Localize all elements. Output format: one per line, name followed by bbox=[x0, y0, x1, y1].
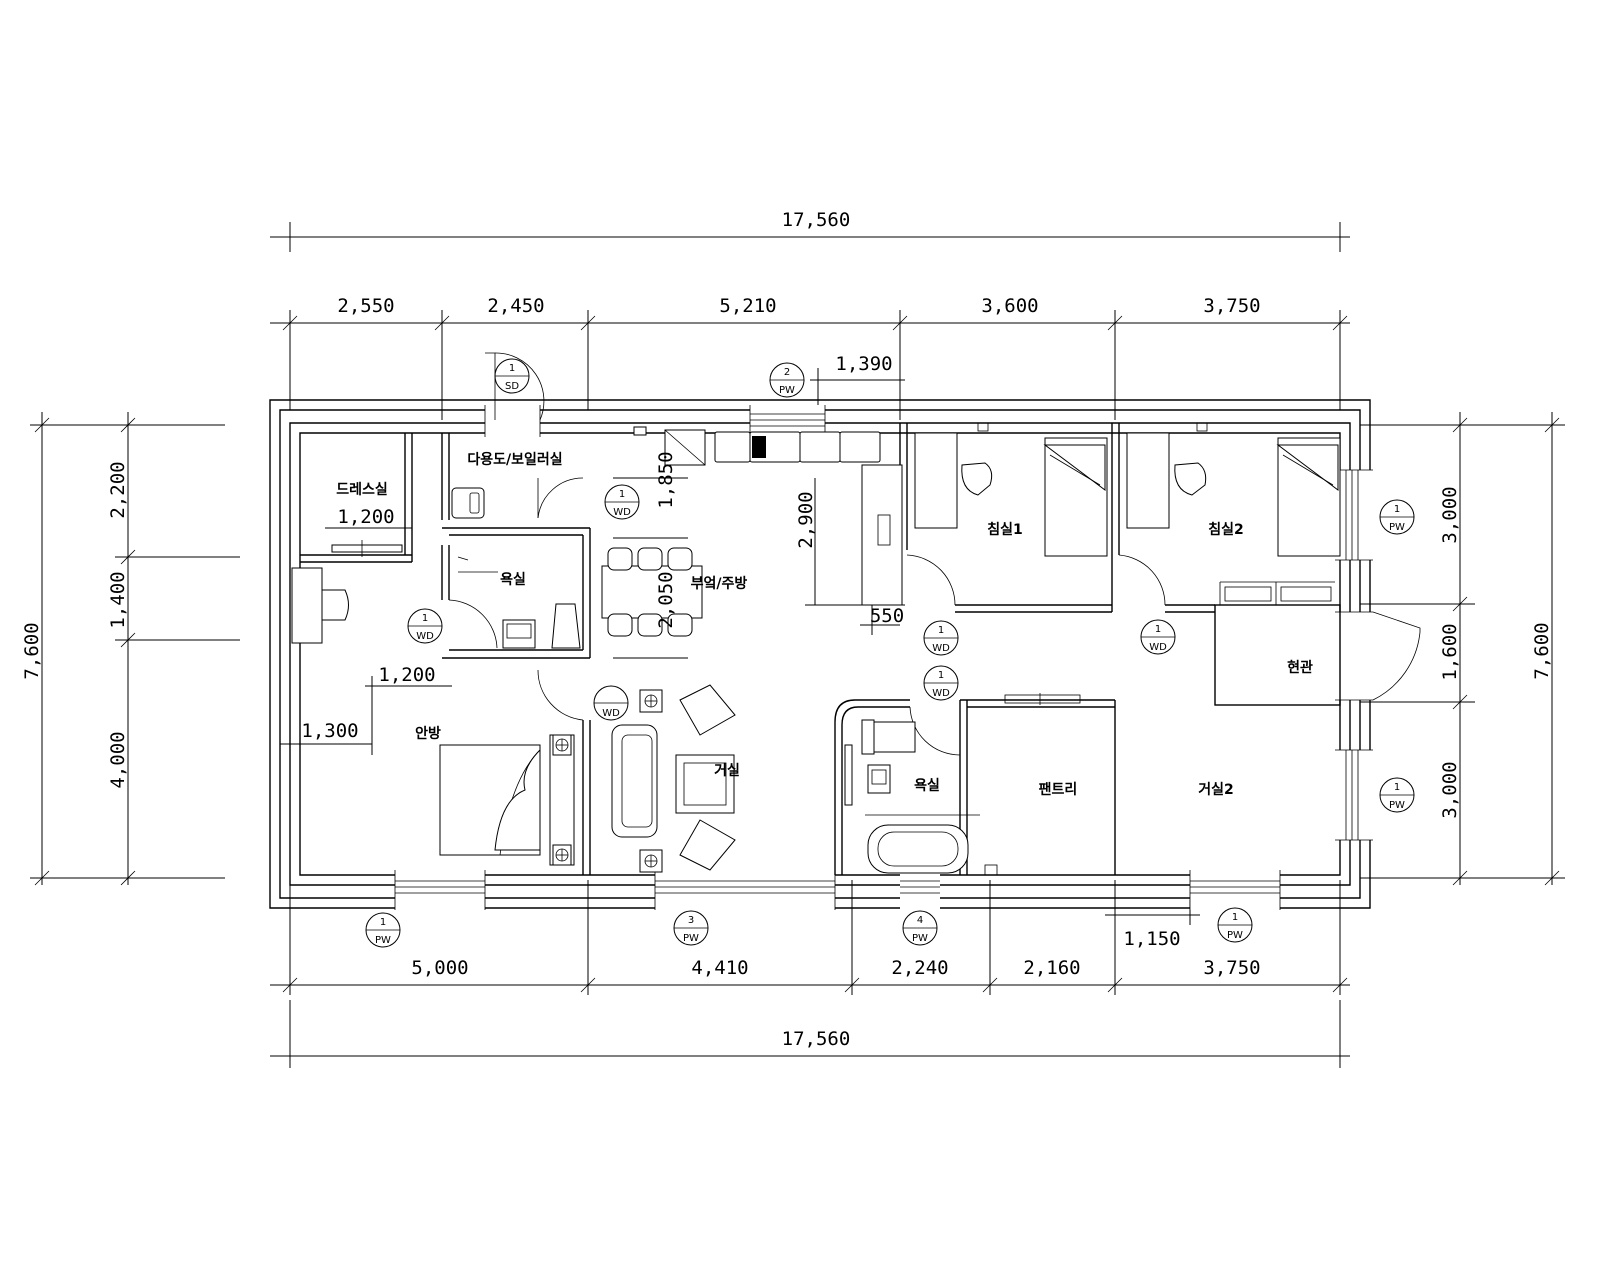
svg-text:PW: PW bbox=[779, 385, 795, 396]
room-label-living1: 거실 bbox=[714, 763, 740, 779]
svg-text:PW: PW bbox=[1227, 930, 1243, 941]
svg-text:PW: PW bbox=[912, 933, 928, 944]
dim-kitchen-550: 550 bbox=[870, 605, 904, 627]
svg-text:2: 2 bbox=[784, 367, 790, 378]
dim-right-total: 7,600 bbox=[1531, 622, 1553, 679]
tag-wd-living: WD bbox=[593, 685, 629, 721]
dim-kitchen-2900: 2,900 bbox=[795, 491, 817, 548]
svg-text:WD: WD bbox=[416, 631, 434, 642]
svg-text:1: 1 bbox=[422, 613, 428, 624]
exterior-walls bbox=[269, 399, 1371, 909]
room-label-dress: 드레스실 bbox=[336, 482, 388, 498]
tag-pw-bot-bath: 4 PW bbox=[902, 910, 938, 946]
dim-right-3: 3,000 bbox=[1439, 761, 1461, 818]
tag-pw-bot-master: 1 PW bbox=[365, 912, 401, 948]
room-label-entrance: 현관 bbox=[1287, 659, 1313, 676]
svg-text:SD: SD bbox=[505, 381, 519, 392]
dim-bottom-5: 3,750 bbox=[1203, 957, 1260, 979]
dim-top-5: 3,750 bbox=[1203, 295, 1260, 317]
svg-text:PW: PW bbox=[1389, 522, 1405, 533]
svg-text:1: 1 bbox=[619, 489, 625, 500]
dim-bottom-total: 17,560 bbox=[782, 1028, 851, 1050]
svg-text:4: 4 bbox=[917, 915, 923, 926]
dim-right-1: 3,000 bbox=[1439, 486, 1461, 543]
tag-wd-bed1: 1 WD bbox=[923, 620, 959, 656]
svg-text:1: 1 bbox=[938, 625, 944, 636]
svg-text:PW: PW bbox=[1389, 800, 1405, 811]
svg-text:WD: WD bbox=[932, 688, 950, 699]
openings bbox=[394, 352, 1421, 910]
opening-tags: 1 SD 2 PW 1 WD 1 WD WD bbox=[365, 358, 1415, 948]
dimension-lines bbox=[30, 222, 1565, 1068]
room-label-bath1: 욕실 bbox=[500, 572, 526, 588]
dim-top-4: 3,600 bbox=[981, 295, 1038, 317]
tag-pw-top: 2 PW bbox=[769, 362, 805, 398]
dim-bottom-2: 4,410 bbox=[691, 957, 748, 979]
interior-walls bbox=[300, 423, 1341, 876]
room-label-bath2: 욕실 bbox=[914, 778, 940, 794]
dim-kitchen-1850: 1,850 bbox=[655, 451, 677, 508]
svg-text:1: 1 bbox=[1394, 504, 1400, 515]
tag-pw-right-top: 1 PW bbox=[1379, 499, 1415, 535]
room-label-living2: 거실2 bbox=[1198, 782, 1234, 798]
svg-text:WD: WD bbox=[613, 507, 631, 518]
tag-wd-bed2: 1 WD bbox=[1140, 619, 1176, 655]
dim-left-1: 2,200 bbox=[107, 461, 129, 518]
dim-kitchen-2050: 2,050 bbox=[655, 571, 677, 628]
svg-text:WD: WD bbox=[932, 643, 950, 654]
room-label-bed1: 침실1 bbox=[987, 522, 1023, 538]
dim-bottom-sub: 1,150 bbox=[1123, 928, 1180, 950]
dim-top-sub: 1,390 bbox=[835, 353, 892, 375]
room-label-bed2: 침실2 bbox=[1208, 522, 1244, 538]
svg-text:1: 1 bbox=[1394, 782, 1400, 793]
dim-bottom-4: 2,160 bbox=[1023, 957, 1080, 979]
svg-text:WD: WD bbox=[602, 708, 620, 719]
room-labels: 드레스실 다용도/보일러실 욕실 부엌/주방 안방 거실 침실1 침실2 현관 … bbox=[336, 452, 1313, 798]
dim-master-closet: 1,200 bbox=[378, 664, 435, 686]
svg-text:1: 1 bbox=[1155, 624, 1161, 635]
svg-text:PW: PW bbox=[375, 935, 391, 946]
tag-wd-dress: 1 WD bbox=[407, 608, 443, 644]
svg-text:3: 3 bbox=[688, 915, 694, 926]
dim-master-side: 1,300 bbox=[301, 720, 358, 742]
dim-right-2: 1,600 bbox=[1439, 623, 1461, 680]
tag-sd: 1 SD bbox=[494, 358, 530, 394]
dim-left-2: 1,400 bbox=[107, 571, 129, 628]
room-label-kitchen: 부엌/주방 bbox=[691, 575, 748, 592]
tag-pw-bot-living: 3 PW bbox=[673, 910, 709, 946]
svg-text:WD: WD bbox=[1149, 642, 1167, 653]
room-label-master: 안방 bbox=[415, 725, 441, 742]
dim-top-total: 17,560 bbox=[782, 209, 851, 231]
dim-left-total: 7,600 bbox=[21, 622, 43, 679]
furniture bbox=[291, 422, 1341, 874]
dim-dress-width: 1,200 bbox=[337, 506, 394, 528]
dim-bottom-3: 2,240 bbox=[891, 957, 948, 979]
dim-left-3: 4,000 bbox=[107, 731, 129, 788]
dim-top-2: 2,450 bbox=[487, 295, 544, 317]
svg-text:1: 1 bbox=[509, 363, 515, 374]
svg-text:1: 1 bbox=[1232, 912, 1238, 923]
svg-text:1: 1 bbox=[938, 670, 944, 681]
tag-wd-utility: 1 WD bbox=[604, 484, 640, 520]
dim-bottom-1: 5,000 bbox=[411, 957, 468, 979]
room-label-utility: 다용도/보일러실 bbox=[467, 452, 562, 468]
svg-text:1: 1 bbox=[380, 917, 386, 928]
tag-wd-bath2: 1 WD bbox=[923, 665, 959, 701]
dimension-labels: 17,560 2,550 2,450 5,210 3,600 3,750 1,3… bbox=[21, 209, 1553, 1050]
room-label-pantry: 팬트리 bbox=[1039, 782, 1078, 798]
tag-pw-right-bot: 1 PW bbox=[1379, 777, 1415, 813]
svg-text:PW: PW bbox=[683, 933, 699, 944]
dim-top-1: 2,550 bbox=[337, 295, 394, 317]
dim-top-3: 5,210 bbox=[719, 295, 776, 317]
tag-pw-bot-right: 1 PW bbox=[1217, 907, 1253, 943]
